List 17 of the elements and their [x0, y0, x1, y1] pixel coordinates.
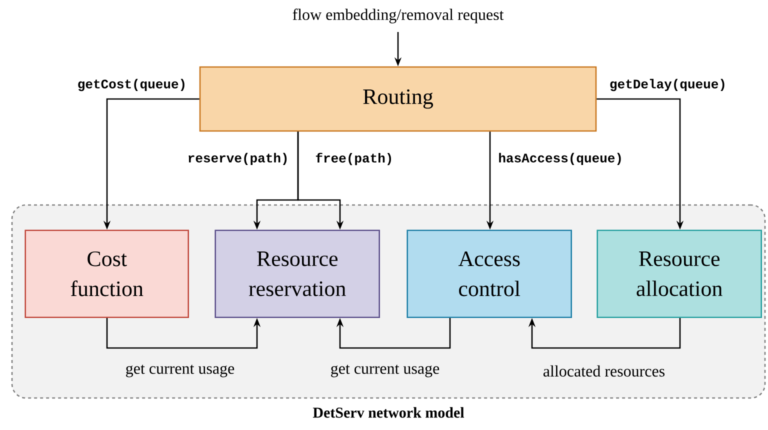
node-label: DetServ network model: [312, 407, 464, 418]
edge-label: reserve(path): [188, 152, 287, 166]
routing-box: Routing: [199, 66, 597, 132]
edge-label: get current usage: [331, 364, 440, 378]
edge-label: getDelay(queue): [610, 78, 724, 92]
module-box: Resource allocation: [596, 230, 762, 318]
edge-label: get current usage: [126, 364, 234, 378]
module-box: Cost function: [24, 230, 190, 318]
arrow: [528, 318, 681, 349]
edge-label: allocated resources: [544, 365, 665, 377]
edge-label: getCost(queue): [78, 78, 184, 92]
edge-label: flow embedding/removal request: [292, 8, 504, 24]
edge-label: free(path): [316, 152, 392, 166]
edge-label: hasAccess(queue): [499, 152, 621, 166]
module-box: Resource reservation: [214, 230, 380, 318]
module-box: Access control: [406, 230, 572, 318]
arrow: [336, 318, 451, 349]
